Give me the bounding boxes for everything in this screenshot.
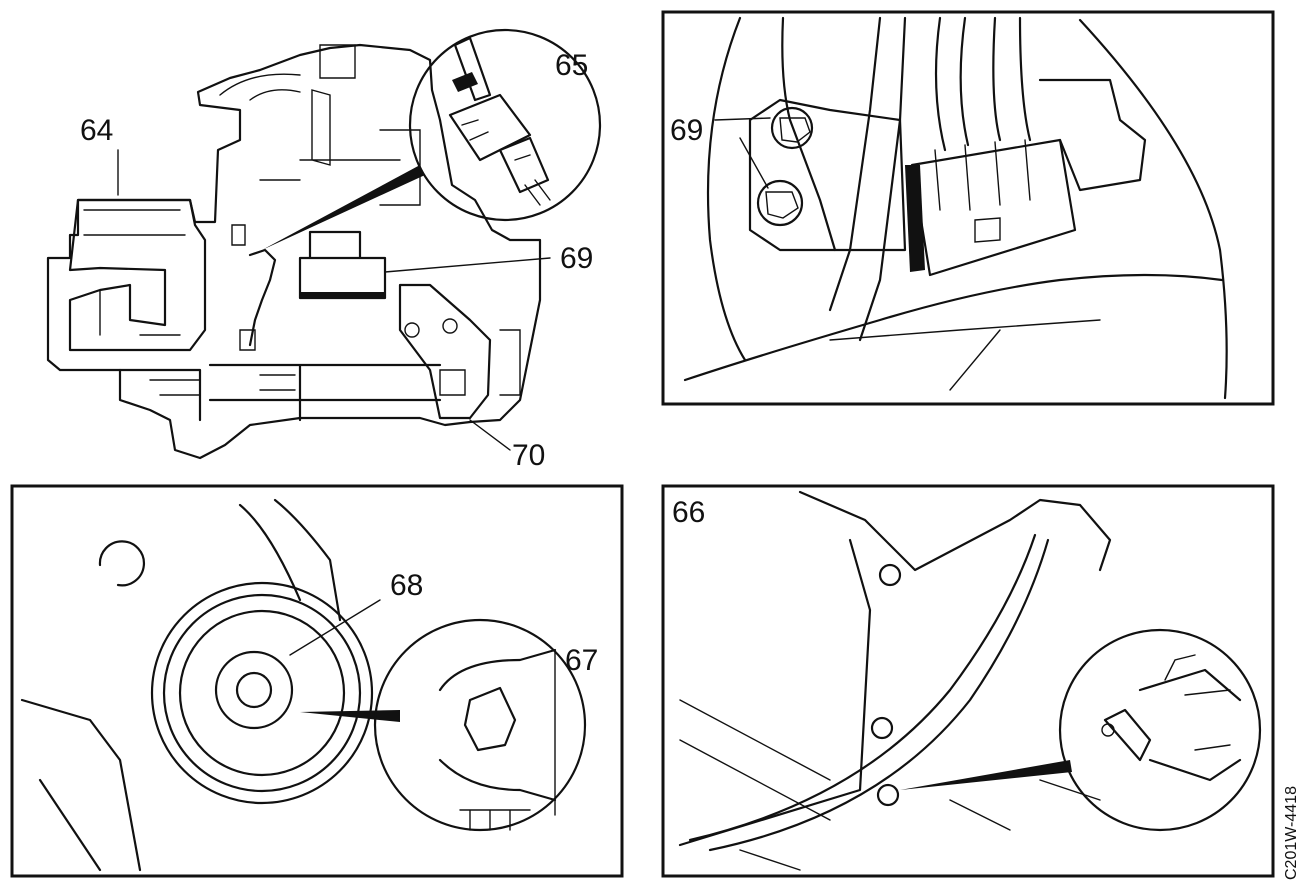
callout-69: 69	[560, 242, 593, 275]
sensor-69-body	[298, 230, 387, 300]
engine-block-outline	[46, 43, 542, 460]
leader-69	[384, 257, 551, 273]
pointer-wedge-66	[900, 760, 1072, 790]
sensor-base	[300, 292, 385, 299]
harness-clips	[231, 224, 256, 351]
lower-shaft	[118, 363, 442, 422]
panel-frame-bottom-left	[10, 484, 624, 878]
ref-circle-c	[98, 540, 146, 587]
wheelhouse-curve	[706, 16, 747, 362]
bracket-70	[398, 283, 492, 420]
fender-line	[781, 16, 837, 252]
mounting-plate	[748, 98, 907, 252]
wire-bundle	[934, 16, 1032, 152]
seal-outer-ring	[150, 581, 374, 805]
lower-body-line	[683, 273, 1224, 382]
inner-fender-curve	[1078, 18, 1228, 400]
panel-top-right-connector: 69	[661, 10, 1275, 406]
callout-67: 67	[565, 644, 598, 677]
wiring-harness	[248, 248, 277, 347]
connector-pins	[934, 139, 1031, 243]
leader-69-bolts	[714, 117, 771, 189]
panel-bottom-right-drain: 66	[661, 484, 1275, 878]
panel-top-left-engine: 64 65 69 70	[46, 28, 602, 472]
bolt-lower	[756, 179, 804, 227]
callout-68: 68	[390, 569, 423, 602]
pointer-wedge-65	[262, 165, 425, 250]
shaft-boss	[214, 650, 294, 730]
figure-code: C201W-4418	[1283, 786, 1300, 880]
sump-flange	[688, 533, 1050, 852]
connector-edge	[905, 165, 925, 272]
leader-70	[469, 419, 511, 451]
drain-plug	[876, 783, 900, 807]
upper-housing-details	[219, 44, 421, 206]
callout-66: 66	[672, 496, 705, 529]
bracket-details	[439, 329, 521, 396]
leader-68	[289, 599, 381, 656]
housing-ribs-lower	[20, 698, 142, 872]
bolt-upper	[770, 106, 814, 150]
relay-bracket	[1038, 78, 1147, 192]
callout-69-bolts: 69	[670, 114, 703, 147]
seal-middle-ring	[162, 593, 362, 793]
bracket-hole-1	[404, 322, 420, 338]
control-unit-details	[83, 209, 186, 336]
sump-upper-edge	[798, 490, 1112, 572]
sump-details	[679, 699, 1101, 871]
magnifier-circle-67	[373, 618, 587, 832]
flange-bolt-2	[870, 716, 894, 740]
housing-ribs-upper	[238, 498, 342, 622]
plug-66-detail	[1101, 654, 1242, 782]
magnifier-circle-65	[408, 28, 602, 222]
sump-front-edge	[678, 538, 872, 847]
magnifier-circle-66	[1058, 628, 1262, 832]
lower-body-details	[829, 319, 1101, 391]
shaft-center	[235, 671, 273, 709]
plug-67-detail	[438, 648, 557, 831]
control-unit-box	[68, 198, 207, 352]
seal-inner-ring	[178, 609, 346, 777]
electrical-connector	[910, 138, 1077, 277]
panel-frame-top-right	[661, 10, 1275, 406]
callout-64: 64	[80, 114, 113, 147]
connector-65-detail	[448, 36, 551, 206]
bracket-hole-2	[442, 318, 458, 334]
panel-frame-bottom-right	[661, 484, 1275, 878]
lower-details	[149, 374, 296, 396]
flange-bolt-1	[878, 563, 902, 587]
panel-bottom-left-seal: 68 67	[10, 484, 624, 878]
callout-65: 65	[555, 49, 588, 82]
strut-left	[828, 16, 882, 312]
strut-right	[858, 16, 907, 342]
callout-70: 70	[512, 439, 545, 472]
